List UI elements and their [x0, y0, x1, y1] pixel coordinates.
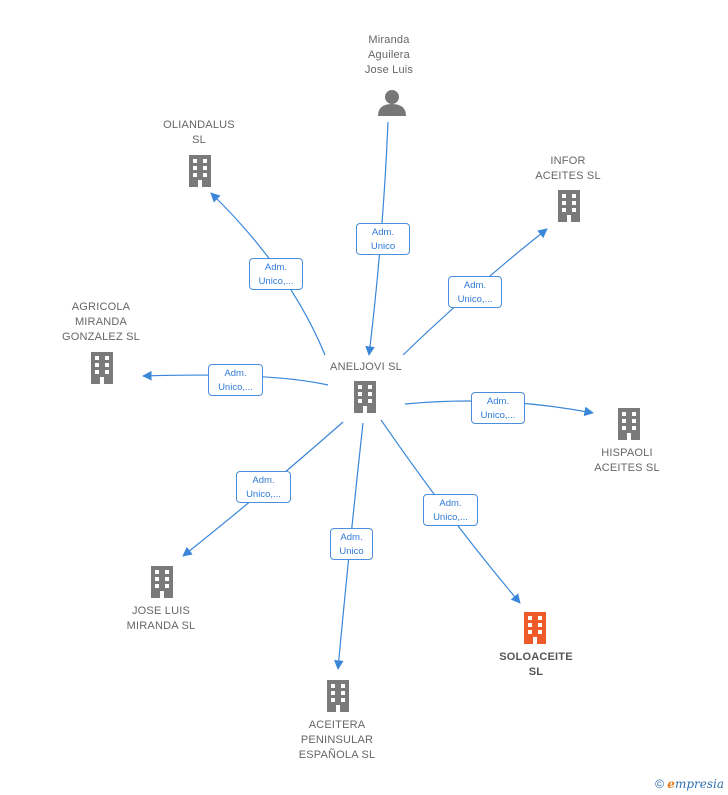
node-label-person[interactable]: Miranda Aguilera Jose Luis [364, 34, 414, 76]
building-icon-soloaceite[interactable] [524, 612, 546, 644]
brand-logo: empresia [667, 777, 724, 791]
copyright-icon: © [655, 777, 664, 791]
node-label-aceitera[interactable]: ACEITERA PENINSULAR ESPAÑOLA SL [298, 719, 376, 761]
building-icon-agricola[interactable] [91, 352, 113, 384]
relation-label-agricola[interactable]: Adm. Unico,... [208, 364, 263, 396]
building-icon-hispaoli[interactable] [618, 408, 640, 440]
relation-label-joseluis[interactable]: Adm. Unico,... [236, 471, 291, 503]
building-icon-aceitera[interactable] [327, 680, 349, 712]
relation-label-person[interactable]: Adm. Unico [356, 223, 410, 255]
relation-label-hispaoli[interactable]: Adm. Unico,... [471, 392, 525, 424]
node-label-oliandalus[interactable]: OLIANDALUS SL [163, 119, 235, 146]
building-icon-center[interactable] [354, 381, 376, 413]
node-label-agricola[interactable]: AGRICOLA MIRANDA GONZALEZ SL [62, 301, 140, 343]
node-label-infor[interactable]: INFOR ACEITES SL [535, 155, 601, 182]
footer-brand: © empresia [655, 777, 724, 791]
relation-label-oliandalus[interactable]: Adm. Unico,... [249, 258, 303, 290]
node-label-center[interactable]: ANELJOVI SL [330, 361, 402, 373]
node-label-hispaoli[interactable]: HISPAOLI ACEITES SL [594, 447, 660, 474]
node-label-joseluis[interactable]: JOSE LUIS MIRANDA SL [126, 605, 196, 632]
building-icon-joseluis[interactable] [151, 566, 173, 598]
relation-label-soloaceite[interactable]: Adm. Unico,... [423, 494, 478, 526]
relation-label-infor[interactable]: Adm. Unico,... [448, 276, 502, 308]
building-icon-oliandalus[interactable] [189, 155, 211, 187]
building-icon-infor[interactable] [558, 190, 580, 222]
person-icon[interactable] [378, 90, 406, 116]
node-label-soloaceite[interactable]: SOLOACEITE SL [499, 651, 573, 678]
relation-label-aceitera[interactable]: Adm. Unico [330, 528, 373, 560]
